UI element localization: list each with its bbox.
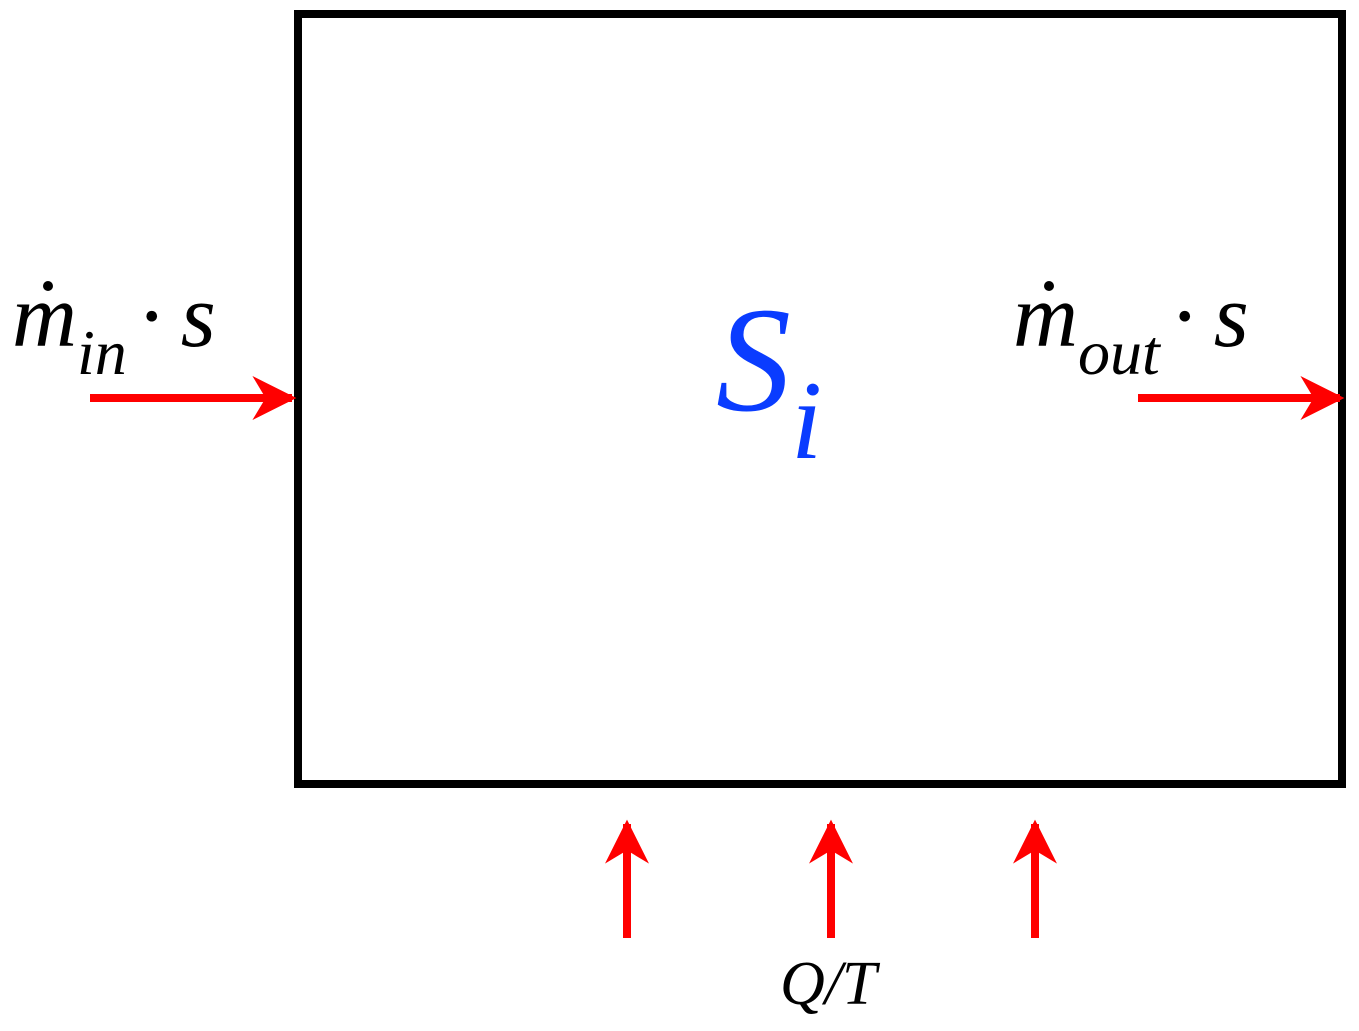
outlet-specific-entropy: s	[1214, 267, 1249, 366]
heat-entropy-label: Q/T	[780, 950, 881, 1018]
svg-text:mout·s: mout·s	[1013, 267, 1249, 388]
system-entropy-label: Si	[716, 277, 822, 483]
inlet-specific-entropy: s	[181, 267, 216, 366]
outlet-multiply-dot: ·	[1170, 267, 1200, 366]
system-entropy-symbol: S	[716, 277, 791, 443]
outlet-mass-flow-symbol: m	[1013, 267, 1078, 366]
inlet-multiply-dot: ·	[137, 267, 167, 366]
system-entropy-subscript: i	[791, 359, 822, 483]
outlet-mass-flow-dot	[1044, 281, 1054, 291]
outlet-subscript: out	[1078, 317, 1162, 388]
inlet-label: min·s	[12, 267, 216, 388]
svg-text:min·s: min·s	[12, 267, 216, 388]
inlet-mass-flow-symbol: m	[12, 267, 77, 366]
inlet-subscript: in	[77, 317, 127, 388]
outlet-label: mout·s	[1013, 267, 1249, 388]
inlet-mass-flow-dot	[43, 281, 53, 291]
